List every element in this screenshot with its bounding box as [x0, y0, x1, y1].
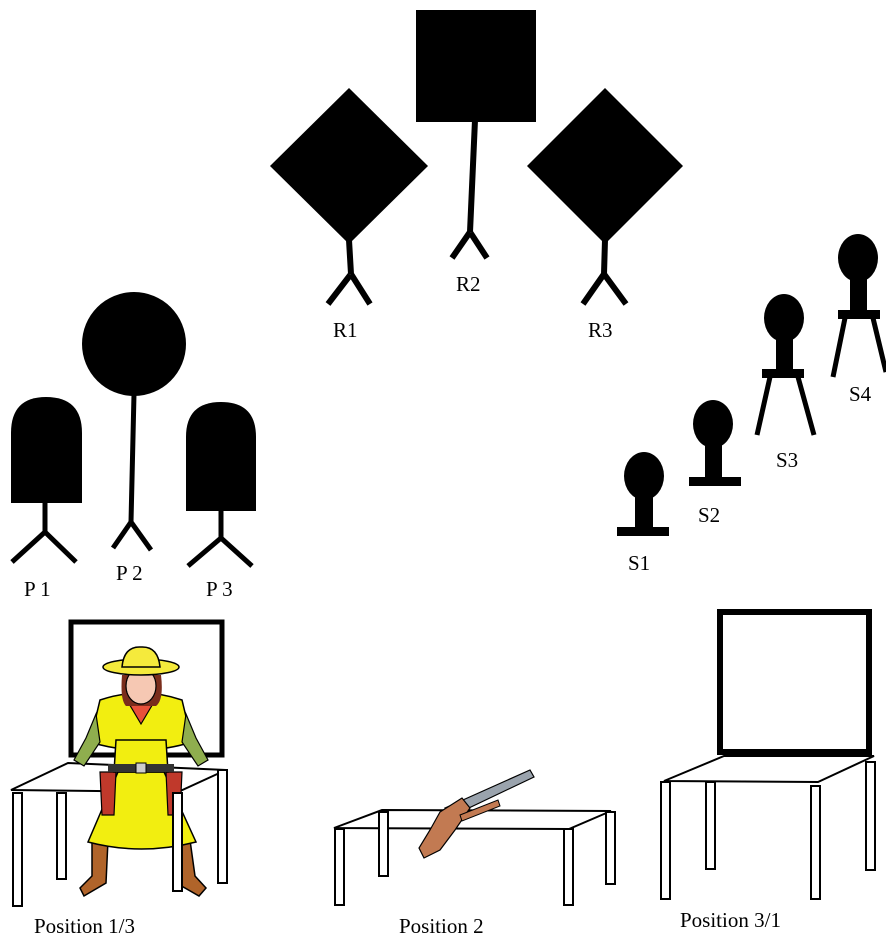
arch-target-plate — [186, 402, 256, 511]
table-leg — [334, 828, 345, 906]
round-target-plate — [82, 292, 186, 396]
knockdown-legs — [830, 317, 886, 378]
knockdown-base — [689, 477, 741, 486]
holster-left — [99, 771, 117, 816]
cowgirl-figure — [73, 646, 209, 898]
target-stand — [449, 119, 490, 260]
target-stand — [10, 500, 78, 564]
rifle-target-r1: R1 — [270, 88, 428, 342]
target-label-s4: S4 — [849, 382, 872, 406]
belt-buckle — [135, 762, 147, 774]
target-label-r2: R2 — [456, 272, 481, 296]
shotgun-target-s1: S1 — [617, 452, 669, 575]
target-label-s3: S3 — [776, 448, 798, 472]
table-leg — [563, 828, 574, 906]
rifle-forend — [459, 799, 501, 822]
shotgun-target-s4: S4 — [830, 234, 886, 406]
table-leg — [172, 792, 183, 892]
rifle-target-r2: R2 — [416, 10, 536, 296]
knockdown-plate — [838, 234, 878, 282]
knockdown-plate — [624, 452, 664, 500]
knockdown-bar — [762, 369, 804, 378]
diamond-target-plate — [270, 88, 428, 244]
position-2-group: Position 2 — [333, 769, 616, 938]
knockdown-plate — [764, 294, 804, 342]
window-frame — [717, 609, 872, 755]
knockdown-base — [617, 527, 669, 536]
rifle-stock — [418, 797, 471, 859]
target-stand — [580, 239, 629, 306]
diamond-target-plate — [527, 88, 683, 244]
target-stand — [186, 508, 254, 568]
table-top — [663, 755, 875, 784]
position-label-3: Position 3/1 — [680, 908, 781, 932]
knockdown-post — [635, 494, 653, 530]
pistol-target-p2: P 2 — [82, 292, 186, 585]
position-3-group: Position 3/1 — [660, 609, 876, 932]
glove-right — [181, 711, 209, 767]
pistol-target-p3: P 3 — [186, 402, 256, 601]
knockdown-post — [705, 442, 722, 478]
target-label-s2: S2 — [698, 503, 720, 527]
boot-left — [79, 839, 109, 898]
position-1-group: Position 1/3 — [10, 619, 228, 938]
knockdown-post — [850, 276, 867, 314]
table-leg — [605, 811, 616, 885]
target-label-s1: S1 — [628, 551, 650, 575]
table-leg — [378, 811, 389, 877]
knockdown-legs — [754, 376, 817, 436]
table-leg — [660, 781, 671, 900]
table-leg — [217, 769, 228, 884]
target-label-r1: R1 — [333, 318, 358, 342]
position-label-2: Position 2 — [399, 914, 484, 938]
rifle-target-r3: R3 — [527, 88, 683, 342]
pistol-target-p1: P 1 — [10, 397, 82, 601]
hat-crown — [121, 646, 161, 668]
target-label-p1: P 1 — [24, 577, 51, 601]
table-leg — [865, 761, 876, 871]
target-label-p3: P 3 — [206, 577, 233, 601]
target-stand — [325, 239, 373, 306]
table-leg — [12, 792, 23, 907]
position-label-1: Position 1/3 — [34, 914, 135, 938]
target-stand — [110, 393, 154, 552]
target-label-p2: P 2 — [116, 561, 143, 585]
arch-target-plate — [11, 397, 82, 503]
shotgun-target-s2: S2 — [689, 400, 741, 527]
knockdown-post — [776, 336, 793, 374]
table-leg — [705, 781, 716, 870]
square-target-plate — [416, 10, 536, 122]
knockdown-bar — [838, 310, 880, 319]
target-label-r3: R3 — [588, 318, 613, 342]
shotgun-target-s3: S3 — [754, 294, 817, 472]
table-leg — [810, 785, 821, 900]
table-leg — [56, 792, 67, 880]
rifle-icon — [418, 769, 535, 859]
glove-left — [73, 711, 101, 767]
knockdown-plate — [693, 400, 733, 448]
